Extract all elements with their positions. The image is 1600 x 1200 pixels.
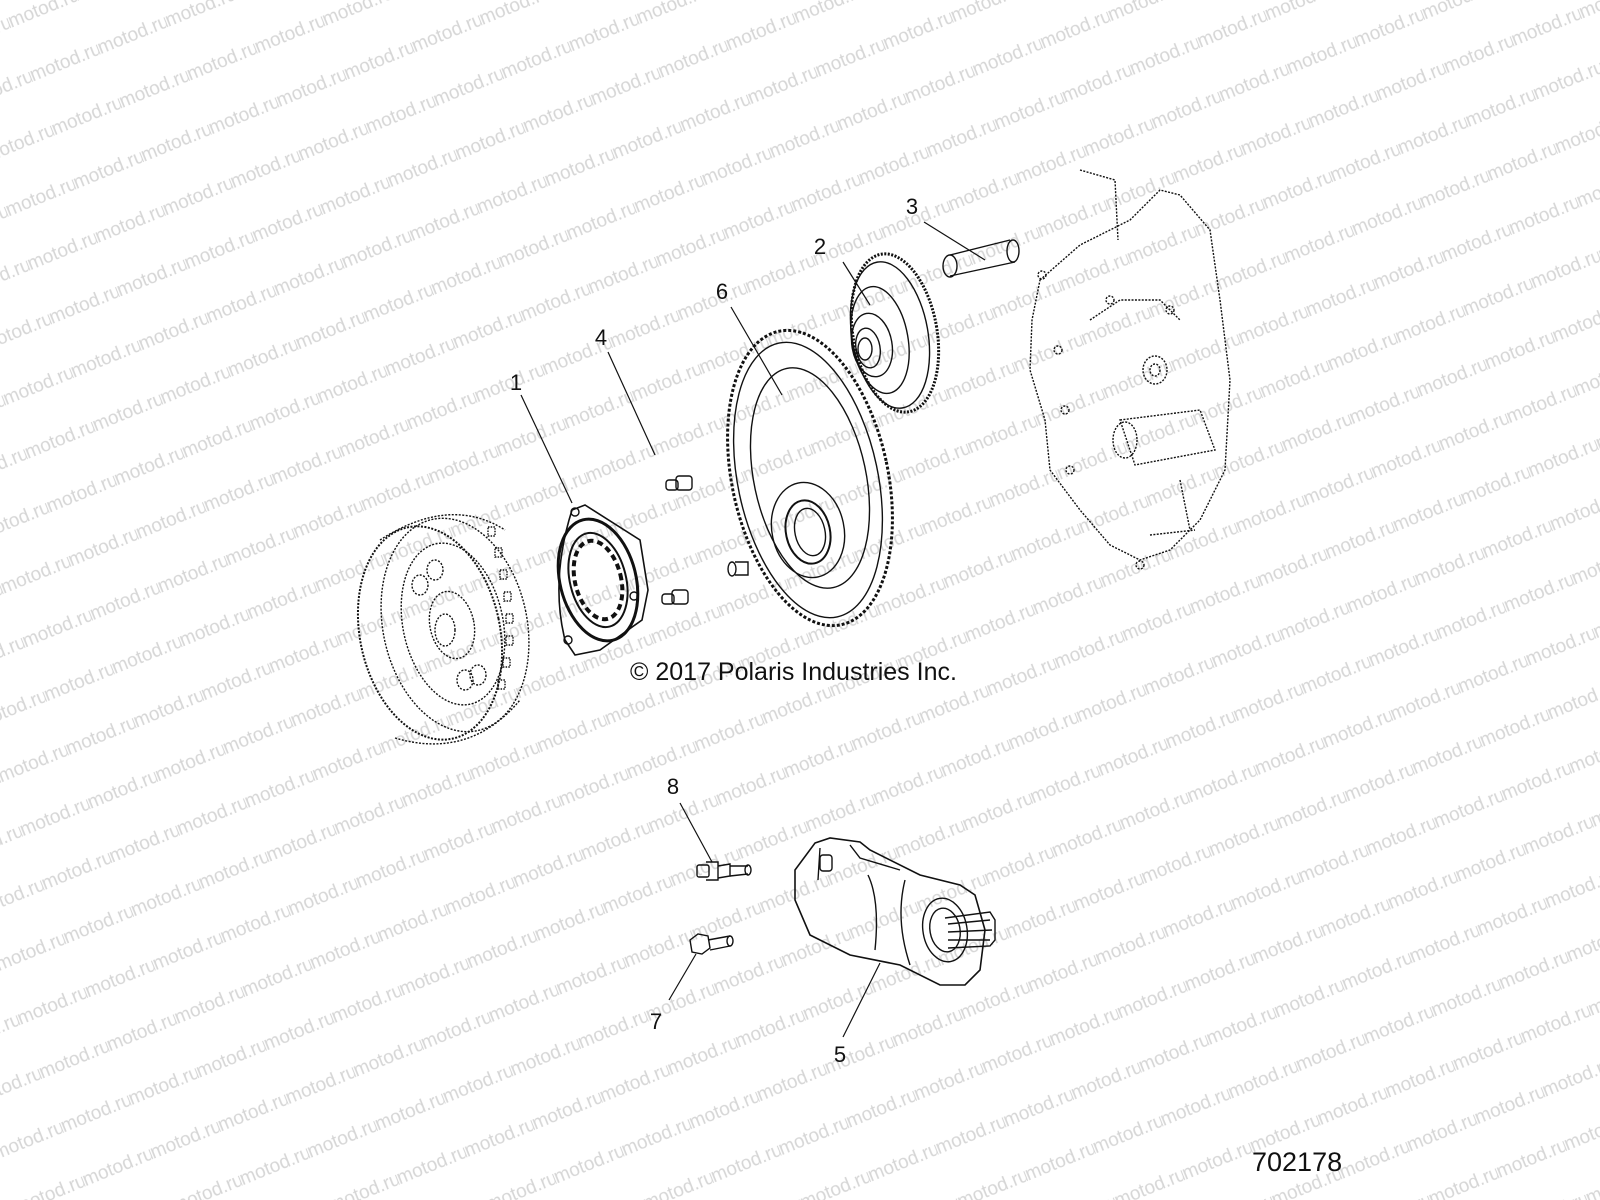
starter-motor[interactable] <box>794 837 996 986</box>
callout-4: 4 <box>594 325 608 350</box>
callout-2: 2 <box>813 234 827 259</box>
callout-7: 7 <box>649 1009 663 1034</box>
diagram-part-number: 702178 <box>1252 1147 1343 1177</box>
callout-3: 3 <box>905 194 919 219</box>
flywheel[interactable] <box>339 504 548 753</box>
copyright-notice: © 2017 Polaris Industries Inc. <box>630 658 957 686</box>
stud-bolt[interactable] <box>696 861 752 881</box>
starter-clutch[interactable] <box>546 504 650 656</box>
callout-8: 8 <box>666 774 680 799</box>
starter-driven-gear[interactable] <box>703 315 918 641</box>
callout-5: 5 <box>833 1042 847 1067</box>
idler-gear[interactable] <box>840 247 951 419</box>
callout-6: 6 <box>715 279 729 304</box>
clutch-screw-upper[interactable] <box>665 475 693 491</box>
flange-bolt[interactable] <box>689 933 734 955</box>
clutch-screw-lower[interactable] <box>661 589 689 605</box>
callout-1: 1 <box>509 370 523 395</box>
leader-lines <box>520 221 986 1038</box>
idler-shaft[interactable] <box>942 239 1020 278</box>
engine-cover[interactable] <box>1029 169 1231 570</box>
